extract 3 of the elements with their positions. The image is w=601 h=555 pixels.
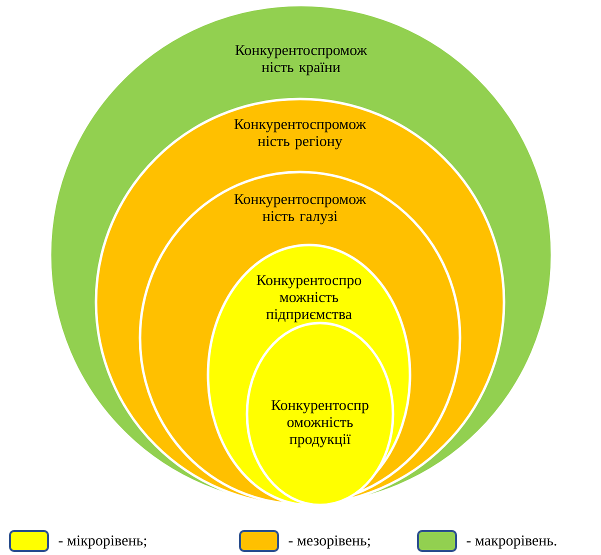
legend-text: - мікрорівень; [58, 535, 146, 549]
legend-text: - мезорівень; [288, 535, 370, 549]
legend-text: - макрорівень. [466, 535, 556, 549]
